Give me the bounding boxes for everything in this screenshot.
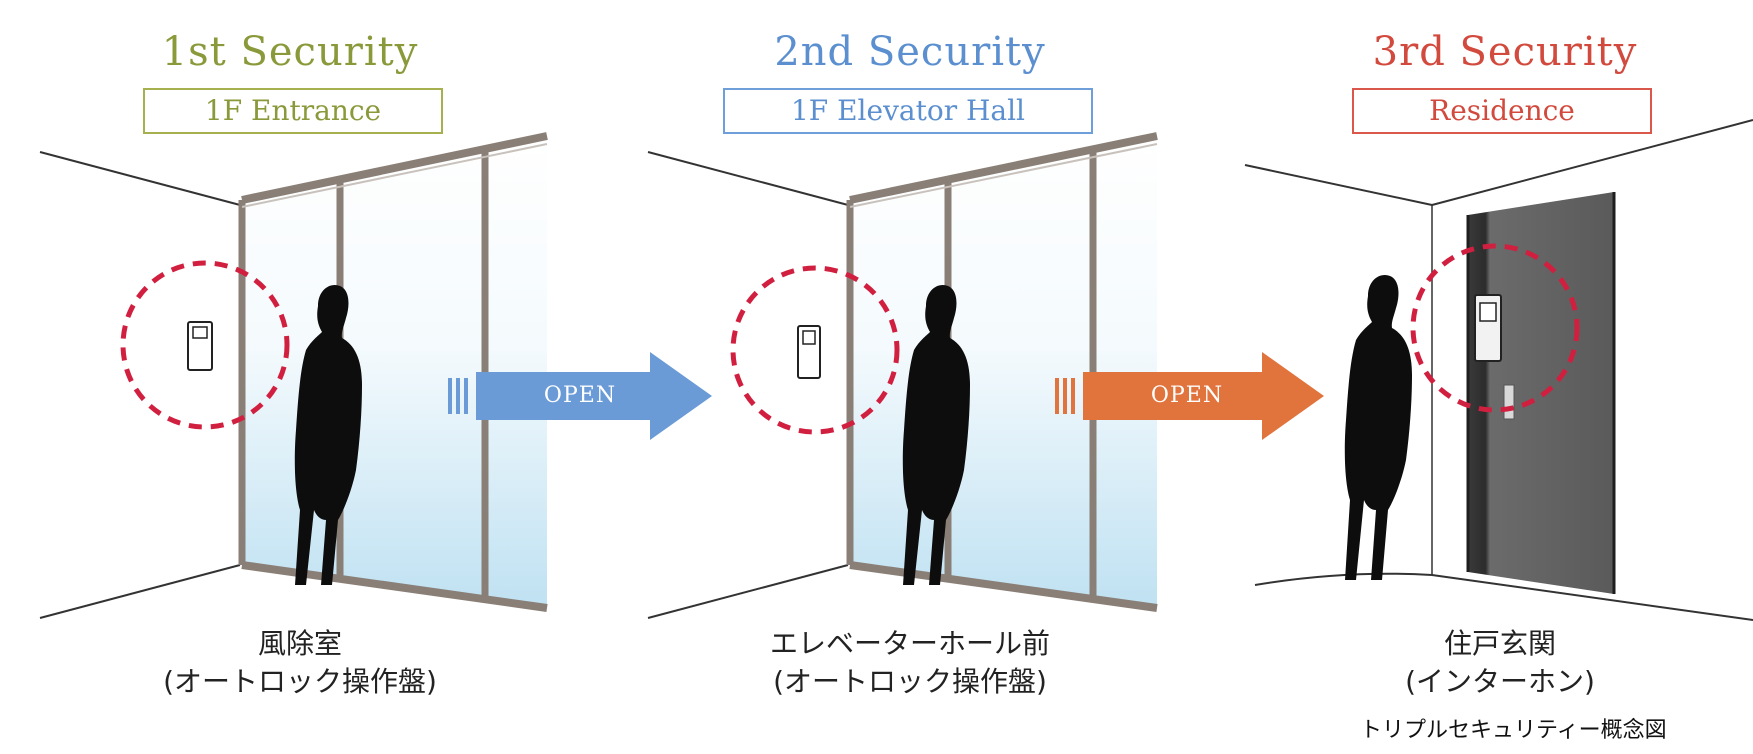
highlight-ring [1410,243,1580,413]
open-label-1: OPEN [543,383,617,408]
stage-caption-3: 住戸玄関 (インターホン) [1330,625,1670,701]
intercom-panel-icon [1474,294,1502,362]
caption-line: (オートロック操作盤) [163,665,437,698]
person-silhouette-1 [294,284,362,585]
stage-title-2: 2nd Security [774,29,1046,75]
highlight-ring [120,260,290,430]
intercom-panel-icon [797,325,821,379]
person-silhouette-3 [1344,274,1412,580]
caption-line: 風除室 [257,627,342,660]
scene-residence [1244,119,1753,621]
open-label-2: OPEN [1150,383,1224,408]
stage-place-badge-3: Residence [1352,88,1652,134]
stage-title-1: 1st Security [161,29,419,75]
arrow-right-icon [476,352,712,440]
diagram-footnote: トリプルセキュリティー概念図 [1360,718,1667,743]
scene-elevator-hall [647,132,1158,619]
stage-caption-2: エレベーターホール前 (オートロック操作盤) [720,625,1100,701]
caption-line: (オートロック操作盤) [773,665,1047,698]
stage-caption-1: 風除室 (オートロック操作盤) [110,625,490,701]
caption-line: 住戸玄関 [1443,627,1556,660]
stage-place-badge-1: 1F Entrance [143,88,443,134]
stage-title-3: 3rd Security [1372,29,1638,75]
scene-entrance [39,132,548,619]
stage-place-badge-2: 1F Elevator Hall [723,88,1093,134]
arrow-right-icon [1083,352,1324,440]
highlight-ring [730,265,900,435]
intercom-panel-icon [187,321,213,371]
open-arrow-2 [1055,352,1324,440]
caption-line: (インターホン) [1405,665,1595,698]
caption-line: エレベーターホール前 [769,627,1050,660]
person-silhouette-2 [902,284,970,585]
open-arrow-1 [448,352,712,440]
